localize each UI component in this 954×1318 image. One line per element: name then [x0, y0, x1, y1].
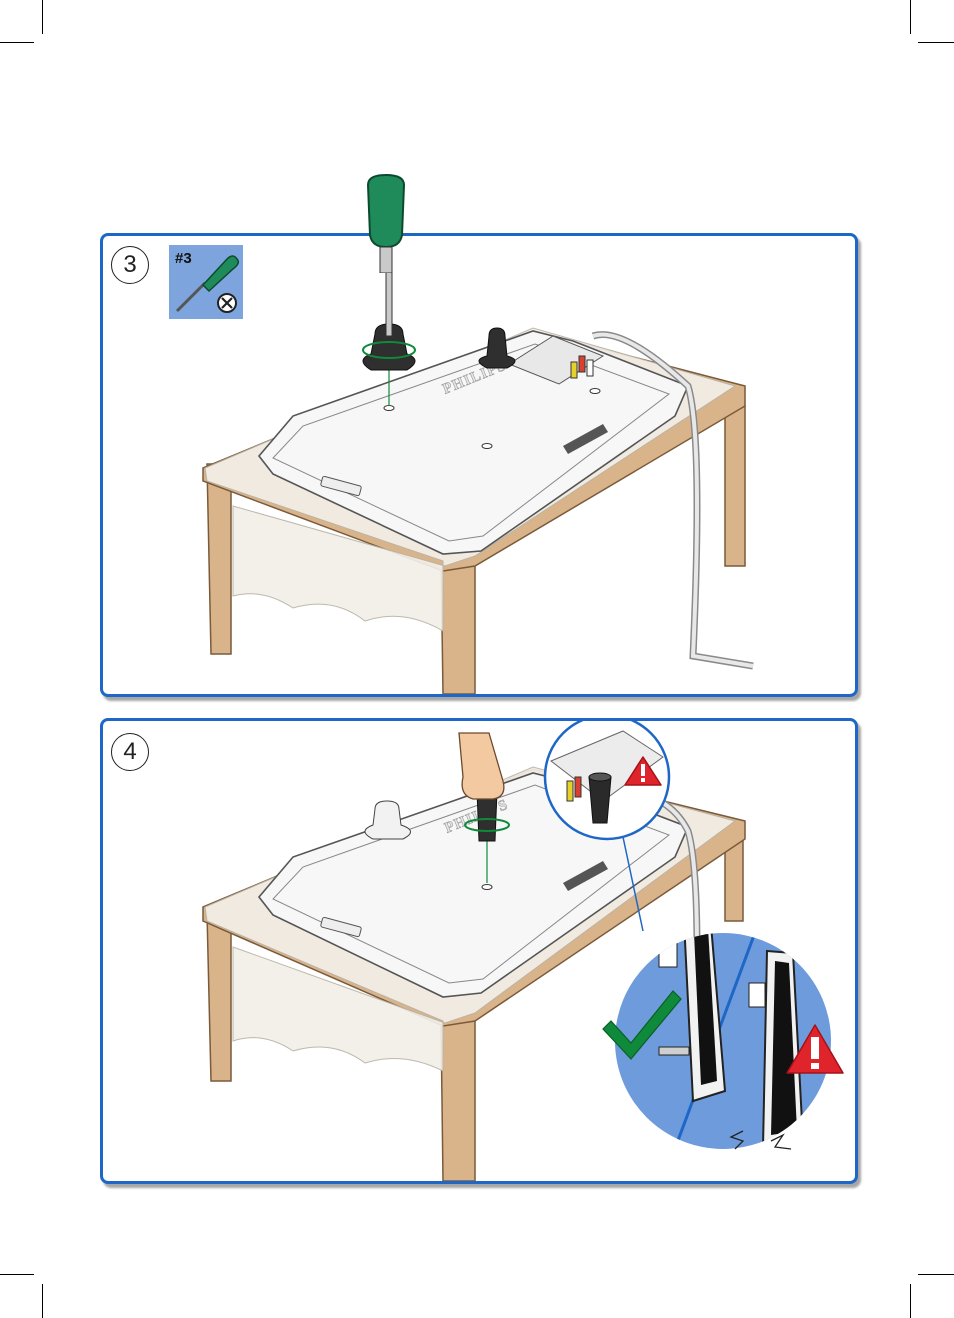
- crop-mark: [910, 0, 911, 34]
- crop-mark: [0, 42, 34, 43]
- step-4-illustration: PHILIPS: [103, 721, 855, 1181]
- crop-mark: [42, 1284, 43, 1318]
- crop-mark: [0, 1274, 34, 1275]
- crop-mark: [910, 1284, 911, 1318]
- crop-mark: [918, 1274, 954, 1275]
- step-4-panel: 4 PHILIPS: [100, 718, 858, 1184]
- step-3-panel: 3 #3 PHILIPS: [100, 233, 858, 697]
- screwdriver-handle-icon: [360, 173, 412, 273]
- crop-mark: [42, 0, 43, 34]
- step-3-illustration: PHILIPS: [103, 236, 855, 694]
- crop-mark: [918, 42, 954, 43]
